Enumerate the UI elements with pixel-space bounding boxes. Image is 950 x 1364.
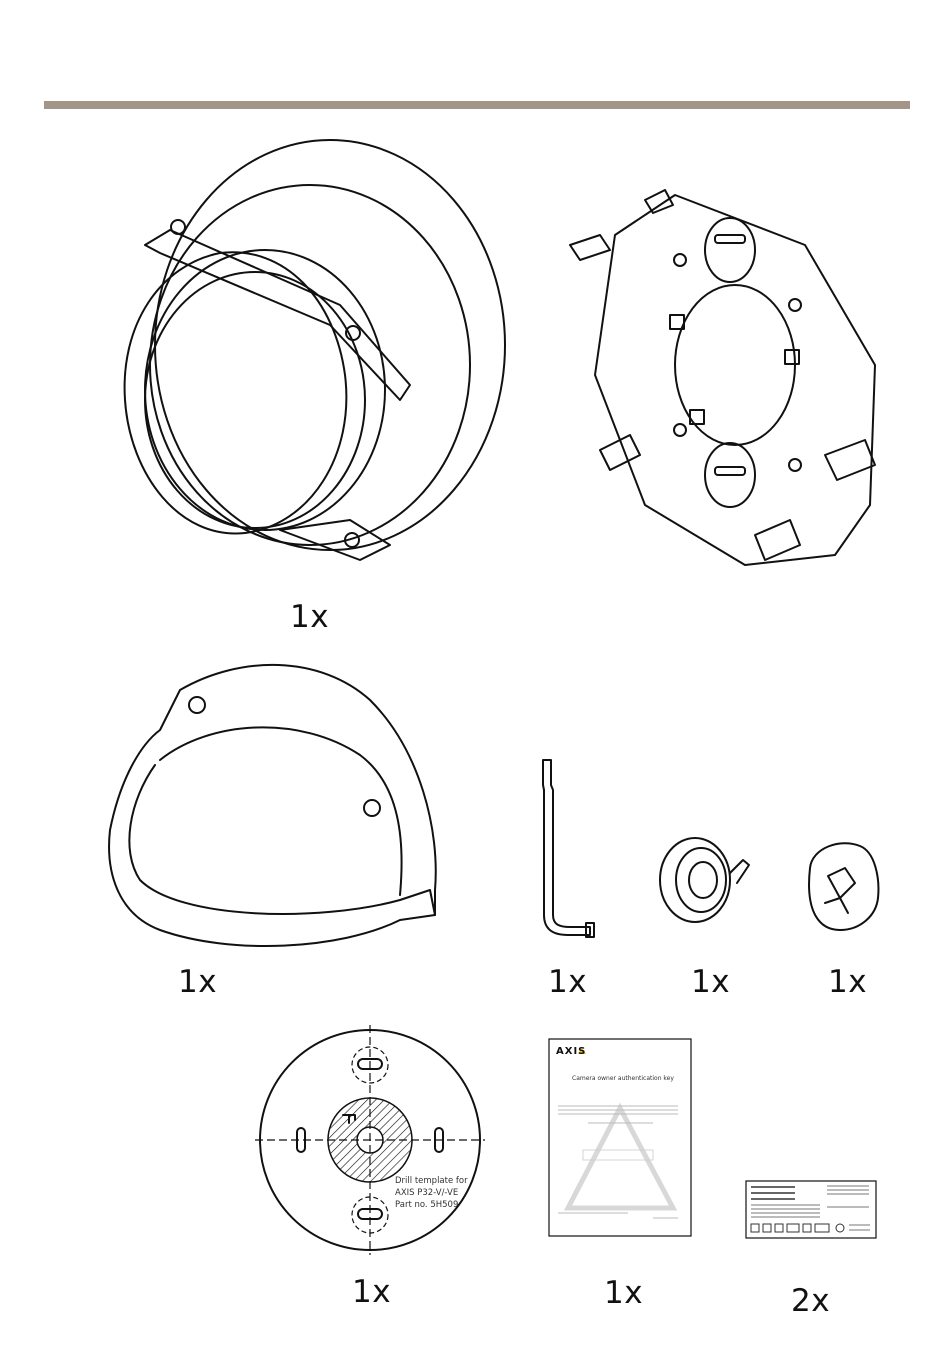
dome-camera-icon [110,135,510,575]
torx-key-qty: 1x [548,967,587,998]
auth-key-document: AXIS Camera owner authentication key 1x [548,1038,693,1318]
auth-key-document-qty: 1x [604,1278,643,1309]
cable-gasket: 1x [655,835,765,1000]
drill-template-icon [255,1025,495,1255]
cable-gasket-qty: 1x [691,967,730,998]
cable-gasket-icon [655,835,765,935]
drill-template-line2: AXIS P32-V/-VE [395,1188,458,1198]
weathershield-icon [100,660,460,960]
document-icon [548,1038,693,1238]
document-title: Camera owner authentication key [572,1075,674,1082]
bit-icon [800,838,890,933]
dome-camera-qty: 1x [290,602,329,633]
drill-template: Drill template for AXIS P32-V/-VE Part n… [255,1025,495,1315]
drill-template-line3: Part no. 5H509 [395,1200,458,1210]
torx-key: 1x [530,755,610,1000]
dome-camera: 1x [110,135,510,575]
label-sticker-icon [745,1180,877,1240]
weathershield-qty: 1x [178,967,217,998]
labels-qty: 2x [791,1286,830,1317]
bit: 1x [800,838,890,1000]
mounting-bracket-icon [555,175,895,575]
weathershield: 1x [100,660,460,1000]
bit-qty: 1x [828,967,867,998]
drill-template-qty: 1x [352,1277,391,1308]
drill-template-line1: Drill template for [395,1176,468,1186]
document-brand: AXIS [556,1046,586,1057]
header-rule [44,101,910,109]
labels: 2x [745,1180,885,1315]
torx-key-icon [530,755,610,940]
mounting-bracket [555,175,895,575]
